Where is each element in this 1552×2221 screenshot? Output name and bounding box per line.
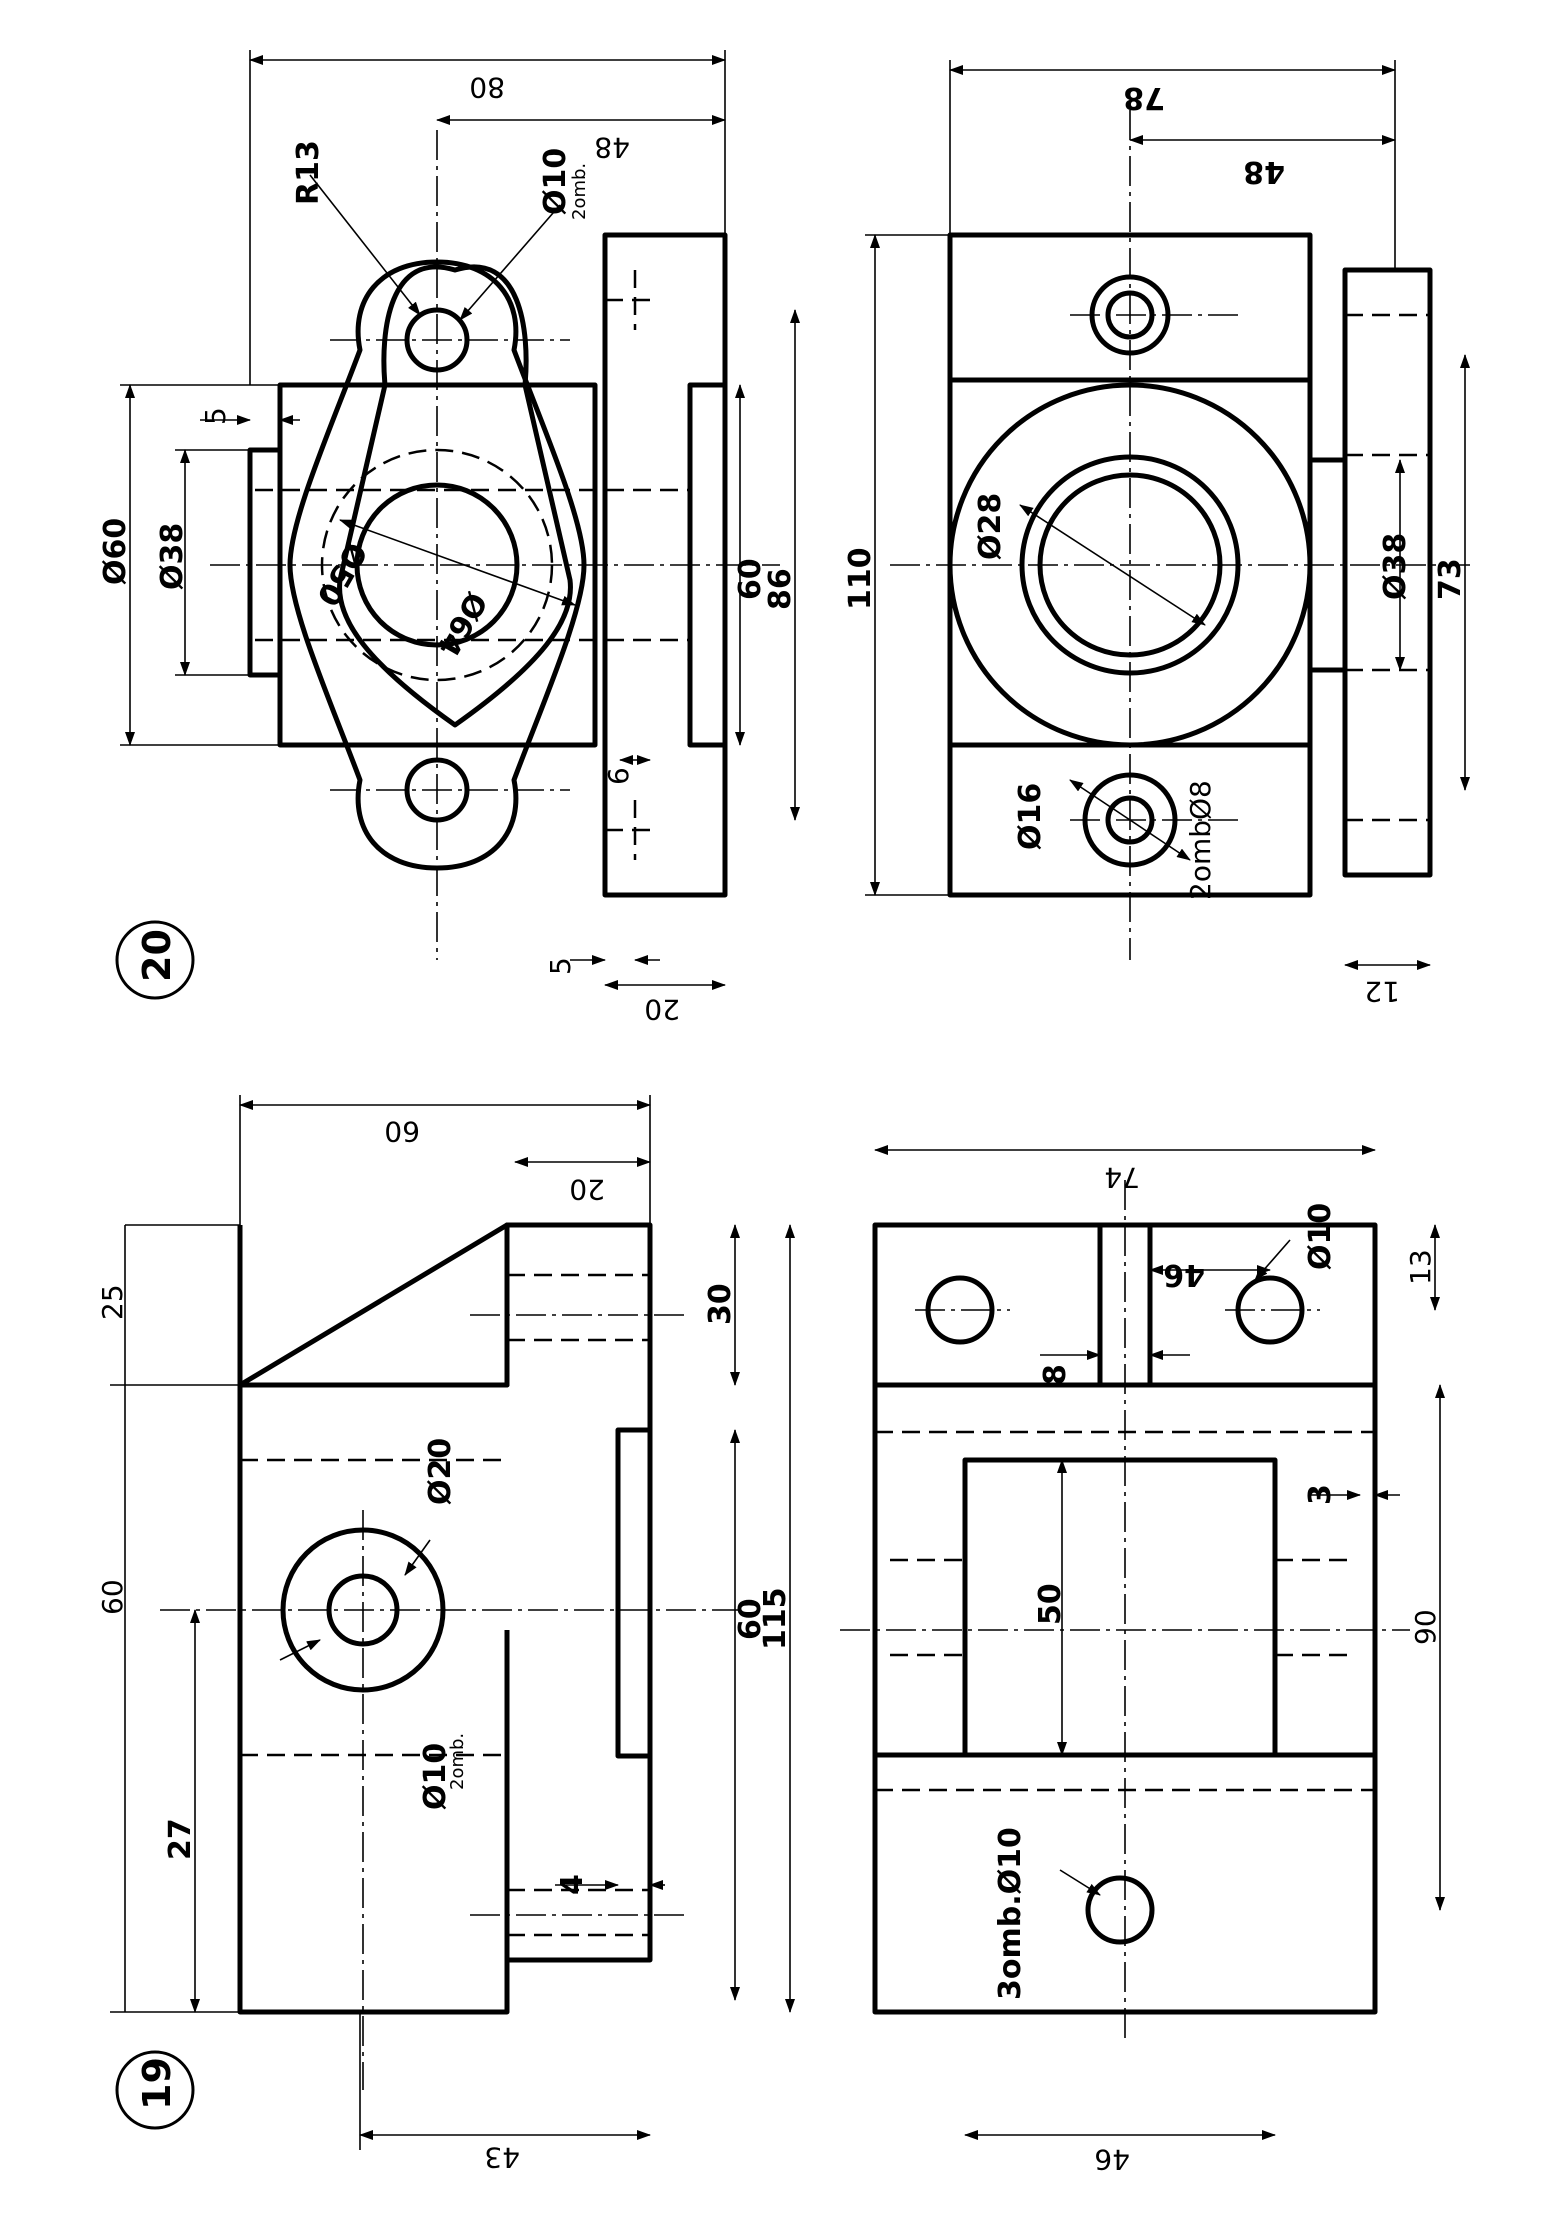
fig20-dim-86: 86 [763,568,798,610]
fig20-dim-5b: 5 [544,957,577,975]
fig20-phi60: Ø60 [98,518,133,585]
fig19-dim-25: 25 [96,1284,129,1320]
fig20-phi38b: Ø38 [1378,533,1413,600]
fig19-front-view [160,1222,740,2090]
fig19-phi10-note: 2omb. [447,1733,468,1790]
fig19-dim-60-top: 60 [384,1115,420,1148]
fig19-side-view [840,1180,1410,2040]
fig19-dim-60-right: 60 [733,1598,768,1640]
fig19-dim-46-top: 46 [1163,1257,1205,1292]
fig19-dimensions: 60 20 25 60 27 30 60 115 4 43 Ø20 Ø10 2o… [96,1095,795,2174]
fig19-dim-13: 13 [1404,1249,1437,1285]
fig20-dim-48: 48 [594,131,630,164]
fig19-dim-8: 8 [1038,1364,1073,1385]
fig19-phi10b: Ø10 [1303,1203,1338,1270]
fig20-dim-48b: 48 [1243,154,1285,189]
fig20-number-badge: 20 [115,920,195,1000]
fig19-phi20: Ø20 [423,1438,458,1505]
fig20-number: 20 [135,929,179,982]
fig20-dim-60: 60 [733,558,768,600]
fig19-dim-50: 50 [1033,1583,1068,1625]
fig19-number-badge: 19 [115,2050,195,2130]
fig19-dim-90: 90 [1409,1609,1442,1645]
fig19-dim-4: 4 [555,1874,590,1895]
fig19-dim-74: 74 [1104,1161,1140,1194]
fig19-dim-46-bottom: 46 [1094,2143,1130,2176]
fig20-phi10: Ø10 [538,148,573,215]
fig20-dim-6: 6 [602,767,635,785]
fig20-dim-73: 73 [1433,558,1468,600]
fig19-dim-43: 43 [484,2141,520,2174]
fig20-phi16: Ø16 [1013,783,1048,850]
fig19-dim-20: 20 [569,1173,605,1206]
fig20-dim-110: 110 [843,547,878,610]
fig20-dim-12: 12 [1364,975,1400,1008]
fig20-dim-5a: 5 [199,407,232,425]
fig19-dim-3: 3 [1303,1484,1338,1505]
fig19-side-dimensions: 74 46 Ø10 13 8 50 3 90 46 3omb.Ø10 [874,1145,1445,2176]
fig19-holes: 3omb.Ø10 [993,1827,1028,2000]
fig20-dim-78: 78 [1123,80,1165,115]
fig20-dim-80: 80 [469,71,505,104]
fig20-phi38: Ø38 [155,523,190,590]
fig20-top-view [210,130,780,960]
fig19-dim-115: 115 [758,1587,793,1650]
fig19-phi10: Ø10 [418,1743,453,1810]
fig19-dim-60-left: 60 [96,1579,129,1615]
fig20-phi64: Ø64 [429,586,493,662]
fig20-phi10-note: 2omb. [569,163,590,220]
fig20-r13: R13 [291,140,326,205]
fig20-dim-20: 20 [644,993,680,1026]
fig20-phi28: Ø28 [973,493,1008,560]
fig20-side-dimensions: 78 48 110 Ø28 Ø38 73 Ø16 2ombØ8 12 [843,60,1470,1008]
fig19-dim-27: 27 [163,1818,198,1860]
fig20-holes2: 2ombØ8 [1184,780,1217,900]
fig20-side-view [890,110,1470,960]
fig19-dim-30: 30 [703,1283,738,1325]
fig19-number: 19 [135,2057,179,2110]
